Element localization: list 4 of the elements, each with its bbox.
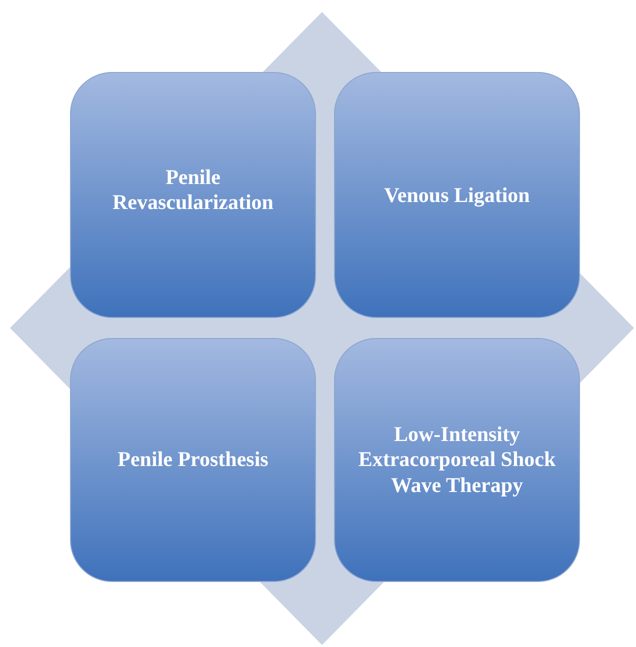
- box-label: Venous Ligation: [384, 183, 530, 208]
- box-label: Penile Prosthesis: [118, 447, 268, 473]
- box-label: Low-Intensity Extracorporeal Shock Wave Therapy: [357, 422, 557, 498]
- box-label: Penile Revascularization: [112, 165, 274, 216]
